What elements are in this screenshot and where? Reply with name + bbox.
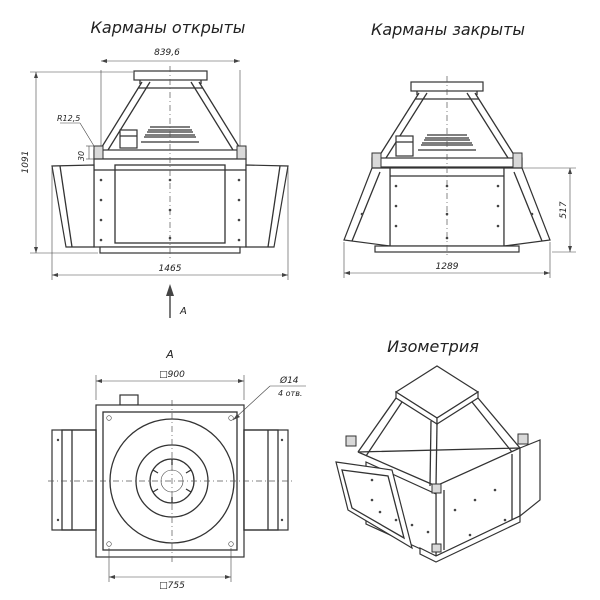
dim-square-900: □900 [159, 370, 185, 380]
dim-small-30: 30 [77, 151, 86, 161]
view-isometric [335, 365, 541, 563]
dim-hole-diameter: Ø14 [279, 375, 299, 386]
dim-holes-count: 4 отв. [278, 389, 302, 398]
dim-height-closed: 517 [559, 201, 569, 218]
dim-square-755: □755 [159, 581, 185, 591]
dim-total-width-closed: 1289 [436, 262, 459, 272]
view-pockets-open: 839,6 [21, 48, 289, 318]
dim-radius: R12,5 [57, 114, 80, 123]
view-pockets-closed: 517 1289 [343, 76, 576, 278]
dim-top-width: 839,6 [154, 48, 180, 58]
view-arrow-label: A [179, 306, 187, 317]
dim-total-width-open: 1465 [159, 264, 182, 274]
dim-height-open: 1091 [21, 151, 31, 174]
view-a-top: A □900 [48, 348, 306, 591]
title-pockets-closed: Карманы закрыты [371, 20, 525, 39]
title-isometry: Изометрия [387, 337, 479, 356]
title-pockets-open: Карманы открыты [91, 18, 246, 37]
view-a-label: A [165, 348, 174, 361]
